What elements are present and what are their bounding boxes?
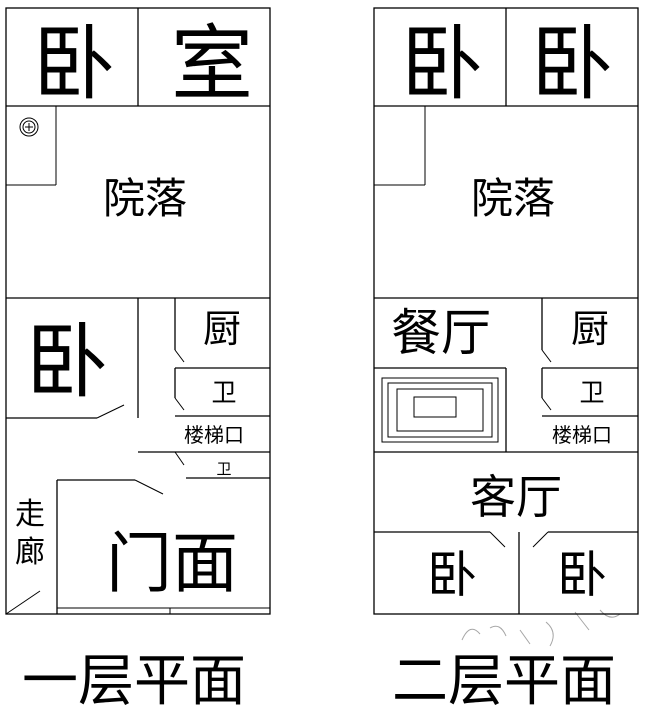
- floor1-title: 一层平面: [22, 649, 246, 714]
- floor2-living-label: 客厅: [470, 470, 562, 524]
- floor1-courtyard-label: 院落: [103, 174, 187, 223]
- floor1-stairs-label: 楼梯口: [184, 423, 244, 447]
- floor2-dining-label: 餐厅: [391, 304, 491, 362]
- floor1-storefront-label: 门面: [106, 525, 238, 602]
- floor2-bedroom-top-right-label: 卧: [531, 17, 613, 112]
- floor1-bathroom-label: 卫: [211, 378, 236, 407]
- floor1-bedroom-top-label: 卧: [33, 17, 115, 112]
- svg-text:廊: 廊: [15, 535, 45, 570]
- floor2-plan: 卧 卧 院落 餐厅 厨 卫 楼梯口 客厅 卧 卧: [373, 7, 639, 615]
- floor1-bedroom-label: 卧: [26, 315, 108, 410]
- floor2-bedroom-bottom-right-label: 卧: [557, 546, 607, 604]
- well-icon: [19, 117, 39, 137]
- svg-text:走: 走: [15, 497, 45, 532]
- floor1-plan: 卧 室 院落 卧 厨 卫 楼梯口 卫 门面 走 廊: [5, 7, 271, 615]
- floor1-corridor-label: 走 廊: [15, 497, 45, 570]
- floor2-bedroom-top-left-label: 卧: [401, 17, 483, 112]
- floor2-kitchen-label: 厨: [571, 307, 609, 351]
- floor2-bedroom-bottom-left-label: 卧: [427, 546, 477, 604]
- floor2-bathroom-label: 卫: [579, 378, 604, 407]
- floor1-kitchen-label: 厨: [203, 307, 241, 351]
- floor1-bathroom-small-label: 卫: [216, 460, 231, 478]
- floor2-stairs-label: 楼梯口: [552, 423, 612, 447]
- fireplace-icon: [381, 377, 499, 443]
- floor2-title: 二层平面: [392, 649, 616, 714]
- watermark: [461, 609, 621, 647]
- floor2-courtyard-label: 院落: [471, 174, 555, 223]
- floor1-room-top-label: 室: [171, 17, 253, 112]
